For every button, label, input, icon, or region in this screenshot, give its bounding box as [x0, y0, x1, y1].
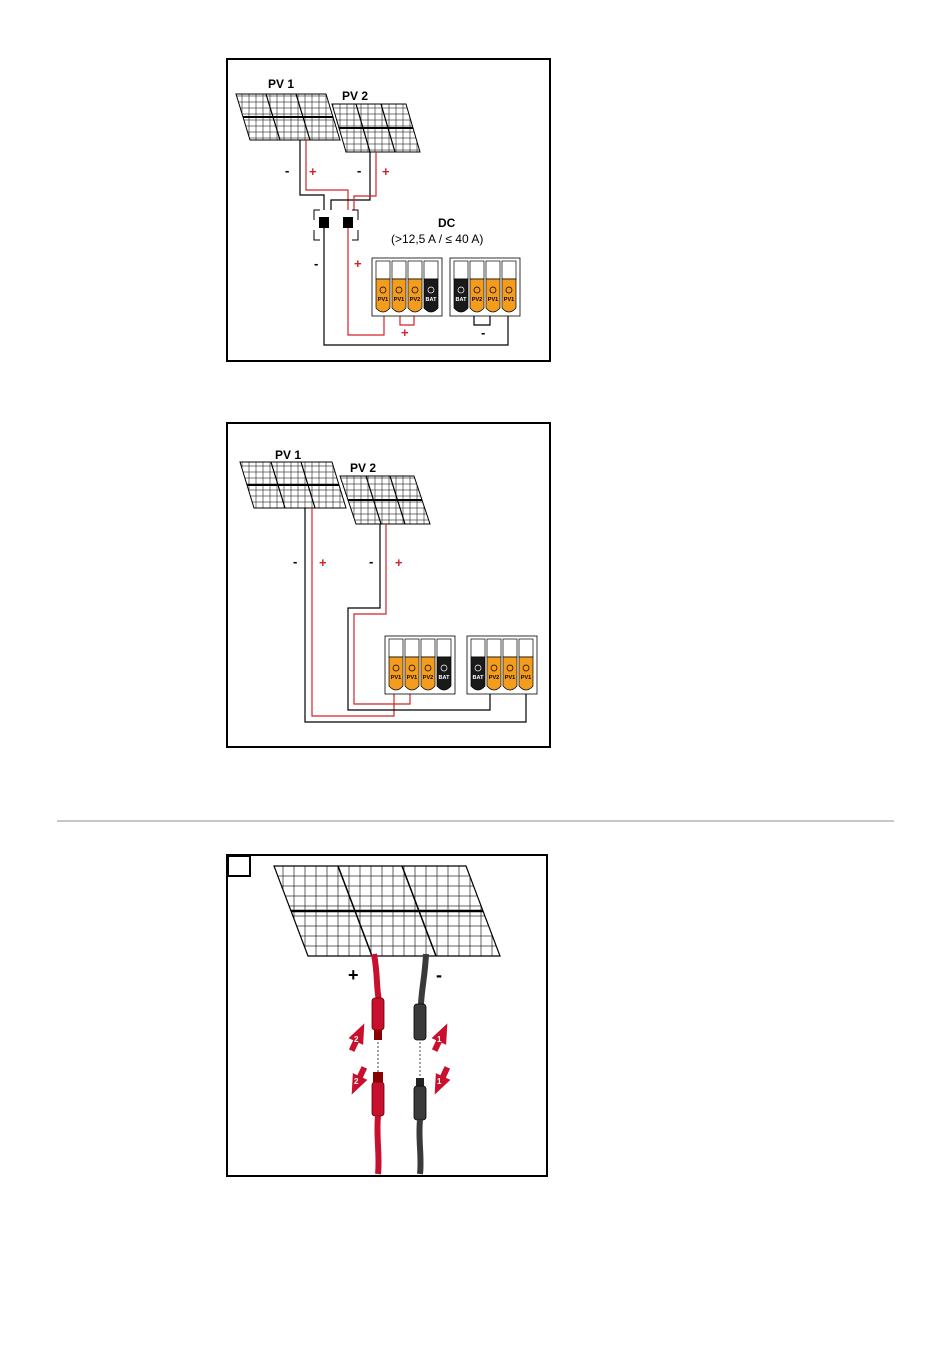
terminal-label: PV1: [521, 675, 531, 681]
pv2-panel: [340, 476, 430, 524]
terminal-label: PV2: [472, 297, 482, 303]
pv2-minus-label: -: [357, 163, 361, 178]
terminal-label: BAT: [439, 675, 451, 681]
terminal-pv2: PV2: [470, 261, 484, 312]
terminal-pv1: PV1: [502, 261, 516, 312]
inverter-dc-terminals: PV1 PV1 PV2 BAT BAT PV2 PV1 PV1: [372, 258, 520, 316]
step-1-arrow-down-icon: 1: [427, 1064, 454, 1098]
terminal-label: BAT: [473, 675, 485, 681]
svg-text:1: 1: [437, 1035, 442, 1044]
terminal-label: PV1: [505, 675, 515, 681]
terminal-pv1: PV1: [486, 261, 500, 312]
pv1-minus-label: -: [285, 163, 289, 178]
svg-text:2: 2: [354, 1077, 359, 1086]
pv2-panel: [332, 104, 420, 152]
diagram-3-canvas: + - 2 1: [228, 856, 546, 1175]
section-divider: [57, 820, 894, 822]
terminal-pv2: PV2: [421, 639, 435, 690]
terminal-label: PV2: [410, 297, 420, 303]
pv1-minus-label: -: [293, 554, 297, 569]
terminal-pv1: PV1: [405, 639, 419, 690]
diagram-mc4-connector-assembly: + - 2 1: [226, 854, 548, 1177]
terminal-label: PV1: [407, 675, 417, 681]
step-2-arrow-down-icon: 2: [344, 1064, 371, 1098]
step-2-arrow-up-icon: 2: [344, 1020, 371, 1054]
positive-cable: [372, 954, 384, 1174]
inverter-dc-terminals: PV1 PV1 PV2 BAT BAT PV2 PV1 PV1: [385, 636, 537, 694]
terminal-label: PV2: [423, 675, 433, 681]
terminal-label: PV1: [378, 297, 388, 303]
terminal-pv1: PV1: [389, 639, 403, 690]
terminal-bat: BAT: [454, 261, 468, 312]
terminal-label: PV1: [394, 297, 404, 303]
junction-connectors: [314, 210, 358, 240]
solar-panel: [274, 866, 500, 956]
negative-cable: [414, 954, 426, 1174]
pv2-plus-label: +: [395, 555, 403, 570]
pv1-panel: [236, 94, 340, 140]
step-1-arrow-up-icon: 1: [427, 1020, 454, 1054]
pv1-plus-label: +: [319, 555, 327, 570]
pv2-label: PV 2: [350, 461, 376, 475]
terminal-label: PV1: [504, 297, 514, 303]
terminal-pv1: PV1: [503, 639, 517, 690]
pv1-label: PV 1: [268, 77, 294, 91]
bridge-plus-label: +: [401, 325, 409, 340]
terminal-bat: BAT: [437, 639, 451, 690]
pv1-label: PV 1: [275, 448, 301, 462]
terminal-pv2: PV2: [408, 261, 422, 312]
terminal-pv1: PV1: [392, 261, 406, 312]
terminal-pv2: PV2: [487, 639, 501, 690]
terminal-label: BAT: [456, 297, 468, 303]
terminal-pv1: PV1: [376, 261, 390, 312]
main-plus-label: +: [354, 256, 362, 271]
diagram-parallel-dc-connection: PV 1 PV 2 - + - + - + + -: [226, 58, 551, 362]
terminal-label: PV2: [489, 675, 499, 681]
pv2-minus-label: -: [369, 554, 373, 569]
plus-cable-label: +: [348, 965, 359, 985]
terminal-pv1: PV1: [519, 639, 533, 690]
pv1-panel: [240, 462, 346, 508]
main-minus-label: -: [314, 256, 318, 271]
pv1-plus-label: +: [309, 164, 317, 179]
dc-title: DC: [438, 216, 456, 230]
pv2-plus-label: +: [382, 164, 390, 179]
pv2-label: PV 2: [342, 89, 368, 103]
terminal-label: PV1: [488, 297, 498, 303]
diagram-1-canvas: PV 1 PV 2 - + - + - + + -: [228, 60, 549, 360]
svg-text:1: 1: [437, 1077, 442, 1086]
terminal-label: PV1: [391, 675, 401, 681]
step-number-box: [228, 856, 250, 876]
dc-current-range: (>12,5 A / ≤ 40 A): [391, 232, 483, 246]
svg-text:2: 2: [354, 1035, 359, 1044]
bridge-minus-label: -: [481, 325, 485, 340]
terminal-bat: BAT: [471, 639, 485, 690]
terminal-label: BAT: [426, 297, 438, 303]
terminal-bat: BAT: [424, 261, 438, 312]
minus-cable-label: -: [436, 965, 442, 985]
